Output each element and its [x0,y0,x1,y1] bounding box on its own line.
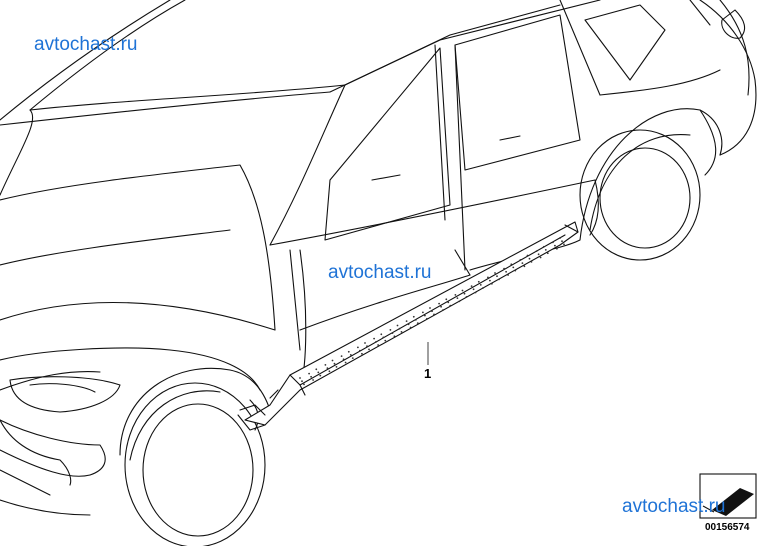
running-board-pattern [299,237,565,386]
callout-part-1[interactable]: 1 [424,366,432,381]
document-symbol-icon [699,473,757,519]
watermark-center: avtochast.ru [328,262,432,283]
watermark-top-left: avtochast.ru [34,34,138,55]
running-board-icon [237,221,579,431]
document-number: 00156574 [705,522,750,533]
watermark-bottom-right: avtochast.ru [622,496,726,517]
